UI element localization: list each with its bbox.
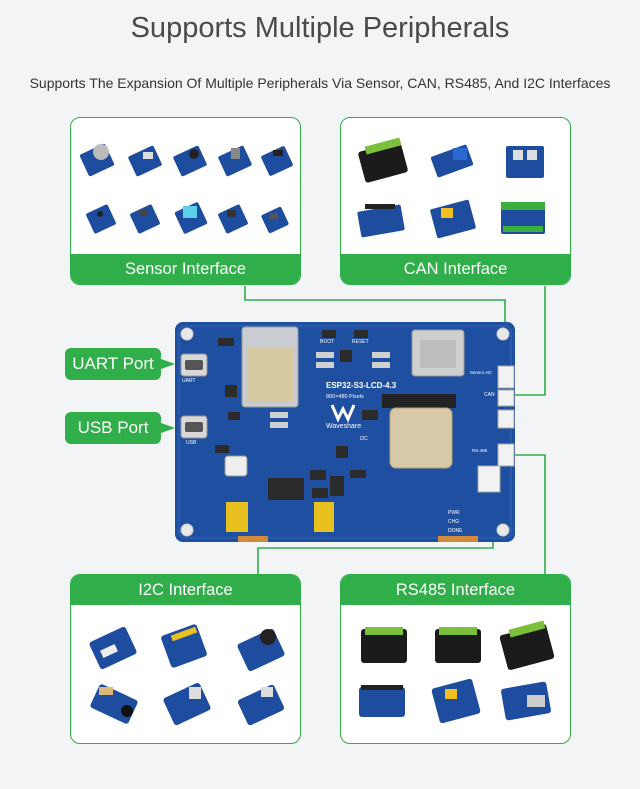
- rs485-modules-image: [359, 620, 555, 724]
- i2c-interface-card: I2C Interface: [70, 574, 301, 744]
- board-sensor-silk: Sensor AD: [470, 370, 492, 375]
- board-pwr-silk: PWR: [448, 510, 460, 516]
- can-modules-image: [357, 137, 545, 239]
- i2c-modules-image: [89, 624, 285, 726]
- board-usb-silk: USB: [186, 440, 197, 446]
- board-brand-text: Waveshare: [326, 423, 362, 430]
- board-rs485-silk: RS-485: [472, 448, 488, 453]
- board-chg-silk: CHG: [448, 519, 460, 525]
- i2c-interface-label: I2C Interface: [71, 575, 300, 605]
- can-interface-label: CAN Interface: [341, 254, 570, 284]
- board-done-silk: DONE: [448, 528, 463, 534]
- board-uart-silk: UART: [182, 378, 196, 384]
- rs485-interface-label: RS485 Interface: [341, 575, 570, 605]
- can-interface-card: CAN Interface: [340, 117, 571, 285]
- uart-port-label: UART Port: [65, 348, 161, 380]
- board-resolution-text: 800×480 Pixels: [326, 394, 364, 400]
- page-title: Supports Multiple Peripherals: [130, 12, 510, 44]
- sensor-modules-image: [79, 143, 293, 234]
- board-can-silk: CAN: [484, 392, 495, 398]
- rs485-interface-card: RS485 Interface: [340, 574, 571, 744]
- sensor-interface-card: Sensor Interface: [70, 117, 301, 285]
- board-i2c-silk: I2C: [360, 436, 368, 442]
- board-reset-text: RESET: [352, 339, 369, 345]
- sensor-interface-label: Sensor Interface: [71, 254, 300, 284]
- usb-port-label: USB Port: [65, 412, 161, 444]
- board-model-text: ESP32-S3-LCD-4.3: [326, 381, 397, 390]
- board-boot-text: BOOT: [320, 339, 335, 345]
- page-subtitle: Supports The Expansion Of Multiple Perip…: [29, 75, 611, 91]
